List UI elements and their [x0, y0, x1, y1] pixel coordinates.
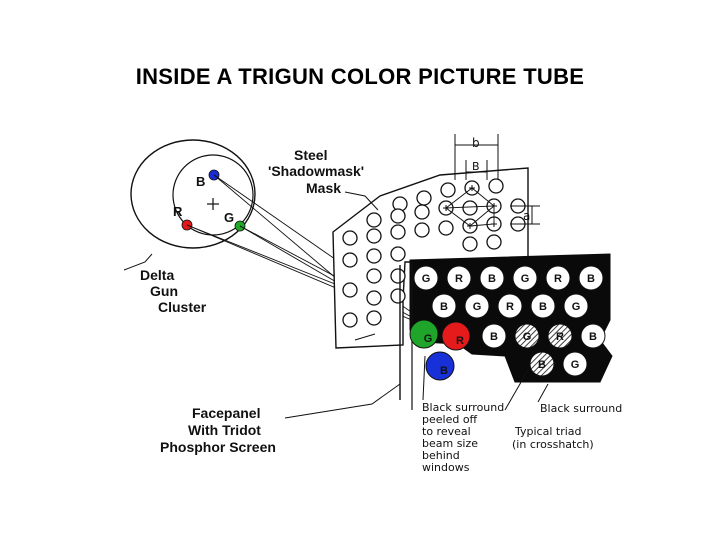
phosphor-dot-label: R [455, 273, 463, 285]
phosphor-dot [580, 323, 606, 349]
phosphor-dot [578, 265, 604, 291]
gun-label-g: G [224, 210, 234, 225]
phosphor-dot [464, 293, 490, 319]
black-surround-label: Black surround [540, 402, 622, 415]
diagram-title: INSIDE A TRIGUN COLOR PICTURE TUBE [135, 64, 585, 89]
phosphor-dot [413, 265, 439, 291]
phosphor-dot [481, 323, 507, 349]
beam-line [213, 174, 351, 291]
beam-line [239, 225, 351, 291]
phosphor-dot-label: B [539, 301, 547, 313]
leader-delta-gun [123, 253, 153, 271]
phosphor-dot-label: R [506, 301, 514, 313]
beam-spot-label: G [424, 333, 433, 345]
phosphor-dot [547, 323, 573, 349]
leader-facepanel [284, 383, 401, 419]
leader-shadowmask [344, 191, 379, 211]
leader-black-surround [537, 383, 549, 403]
phosphor-dot [562, 351, 588, 377]
shadowmask-label: Steel 'Shadowmask' Mask [268, 147, 368, 196]
beam-line [186, 224, 351, 291]
phosphor-dot [479, 265, 505, 291]
beam-spots: G R B [409, 319, 471, 381]
beam-spot [409, 319, 439, 349]
facepanel-label: Facepanel With Tridot Phosphor Screen [160, 405, 276, 455]
delta-gun-label: Delta Gun Cluster [140, 267, 207, 315]
leader-lines [123, 191, 549, 419]
phosphor-dot-label: G [473, 301, 482, 313]
mask-edge-mark [354, 333, 376, 341]
hole-pitch-lines [444, 187, 496, 227]
phosphor-dots: G R B G R B B G R B G B G R B B G [413, 265, 606, 377]
phosphor-dot-label: B [587, 273, 595, 285]
phosphor-dot-label: B [488, 273, 496, 285]
phosphor-dot-label: B [440, 301, 448, 313]
beam-spot-label: R [456, 335, 464, 347]
gun-neck-ellipse [130, 139, 256, 249]
phosphor-dot-label: B [490, 331, 498, 343]
peeled-surround-label: Black surround peeled off to reveal beam… [422, 401, 508, 474]
phosphor-dot [529, 351, 555, 377]
dimension-b-lower: B [472, 160, 480, 173]
leader-peeled [422, 355, 426, 401]
phosphor-dot-label: R [554, 273, 562, 285]
phosphor-dot-label: R [556, 331, 564, 343]
dimension-a: a [523, 209, 530, 223]
phosphor-dot-label: G [521, 273, 530, 285]
phosphor-dot [545, 265, 571, 291]
phosphor-dot-label: B [538, 359, 546, 371]
phosphor-screen: G R B G R B B G R B G B G R B B G G R B [399, 253, 613, 410]
phosphor-dot-label: G [572, 301, 581, 313]
phosphor-dot-label: G [422, 273, 431, 285]
mask-holes [342, 178, 526, 328]
phosphor-dot-label: B [589, 331, 597, 343]
dimension-b-upper: b [472, 136, 480, 150]
phosphor-dot [514, 323, 540, 349]
pitch-dimension-lines [454, 134, 540, 225]
phosphor-dot [446, 265, 472, 291]
phosphor-dot [512, 265, 538, 291]
shadow-mask: b B a [332, 134, 540, 349]
phosphor-dot [497, 293, 523, 319]
phosphor-dot-label: G [571, 359, 580, 371]
beam-spot [441, 321, 471, 351]
gun-label-b: B [196, 174, 205, 189]
phosphor-dot-label: G [523, 331, 532, 343]
beam-spot [425, 351, 455, 381]
phosphor-dot [431, 293, 457, 319]
typical-triad-label: Typical triad (in crosshatch) [512, 425, 594, 451]
gun-label-r: R [173, 204, 183, 219]
leader-triad [504, 369, 529, 411]
beam-spot-label: B [440, 365, 448, 377]
phosphor-dot [563, 293, 589, 319]
phosphor-dot [530, 293, 556, 319]
